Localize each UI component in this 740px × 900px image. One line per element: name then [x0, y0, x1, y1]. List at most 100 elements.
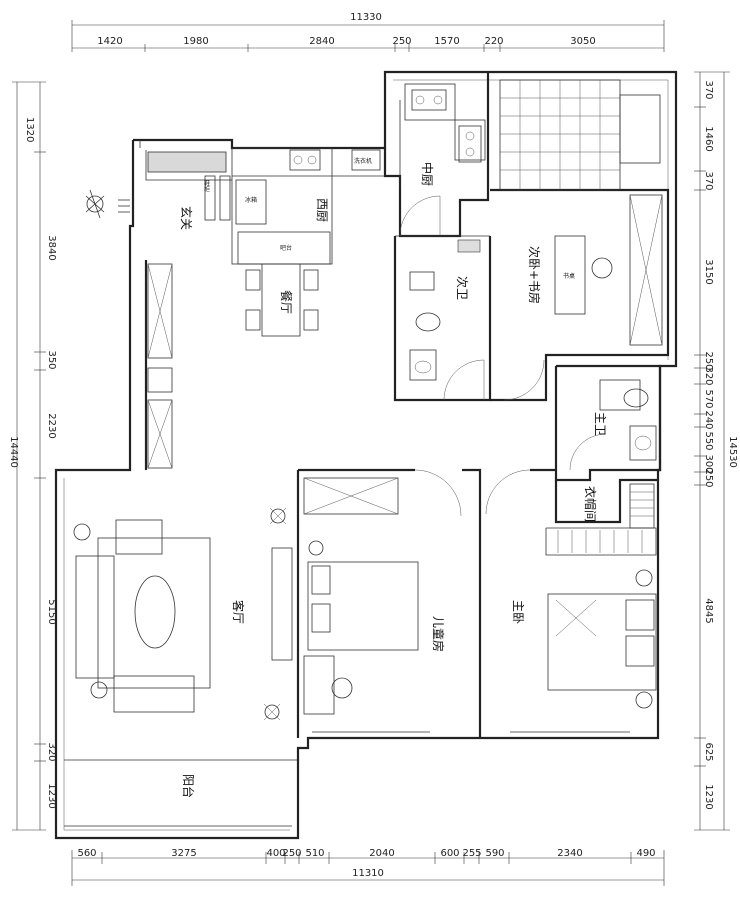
second-bedroom-fixtures: 书桌: [499, 79, 663, 346]
right-total-dimension: 14530: [727, 436, 738, 468]
right-dim-3: 370: [703, 171, 714, 190]
label-closet: 衣帽间: [583, 486, 598, 522]
toilet-icon: [415, 312, 441, 332]
right-dim-13: 625: [703, 742, 714, 761]
top-dim-7: 3050: [570, 36, 595, 47]
label-second-bath: 次卫: [455, 276, 469, 300]
master-sink-icon: [629, 425, 657, 461]
plant-icon-bottom: [263, 703, 281, 721]
right-dim-12: 4845: [703, 598, 714, 623]
master-bath-fixtures: [599, 379, 657, 461]
sofa-bottom: [113, 675, 195, 713]
living-room-fixtures: [73, 263, 293, 721]
left-dim-5: 5150: [46, 599, 57, 624]
label-chinese-kitchen: 中厨: [420, 162, 435, 186]
label-balcony: 阳台: [181, 774, 196, 798]
second-bath-fixtures: [409, 271, 441, 381]
top-total-dimension: 11330: [350, 12, 382, 23]
left-dim-3: 350: [46, 350, 57, 369]
west-kitchen-fixtures: 洗衣机 冰箱 吧台: [235, 149, 381, 252]
chair-icon: [591, 257, 613, 279]
closet-fixtures: [557, 483, 655, 553]
right-dim-10: 300: [703, 454, 714, 473]
label-master-bath: 主卫: [593, 412, 607, 436]
master-toilet-icon: [623, 388, 649, 408]
shoe-cabinet-label: 鞋柜: [203, 179, 210, 193]
chinese-kitchen-fixtures: [411, 89, 482, 253]
left-dim-1: 1320: [24, 117, 35, 142]
interior-walls: [144, 72, 670, 738]
right-dim-7: 570: [703, 389, 714, 408]
label-kids-room: 儿童房: [431, 616, 446, 652]
label-dining: 餐厅: [279, 290, 294, 314]
bar-label: 吧台: [280, 244, 292, 252]
master-bedroom-fixtures: [547, 569, 657, 709]
bookshelf: [629, 194, 663, 346]
right-dim-14: 1230: [703, 784, 714, 809]
entry-arrow-icon: [118, 199, 130, 213]
bottom-dim-9: 590: [485, 848, 504, 859]
right-dim-4: 3150: [703, 259, 714, 284]
bottom-dim-6: 2040: [369, 848, 394, 859]
left-dim-6: 320: [46, 742, 57, 761]
bottom-dim-2: 3275: [171, 848, 196, 859]
bottom-dim-7: 600: [440, 848, 459, 859]
right-dim-6: 320: [703, 366, 714, 385]
fridge-label: 冰箱: [245, 196, 257, 204]
coffee-table: [134, 575, 176, 649]
room-labels: 玄关 西厨 中厨 餐厅 次卫 次卧+书房 主卫 客厅 儿童房 主卧 衣帽间 阳台: [179, 162, 607, 798]
master-bed: [547, 593, 657, 691]
entrance-area: 鞋柜: [85, 151, 231, 221]
desk: [554, 235, 586, 315]
left-total-dimension: 14440: [8, 436, 19, 468]
outer-walls: [54, 70, 678, 840]
right-dim-5: 250: [703, 351, 714, 370]
bottom-dimensions: 560 3275 400 250 510 2040 600 255 590 23…: [71, 848, 665, 886]
label-second-bedroom: 次卧+书房: [527, 246, 542, 304]
label-master-bedroom: 主卧: [511, 600, 525, 624]
bottom-dim-3: 400: [266, 848, 285, 859]
top-dim-4: 250: [392, 36, 411, 47]
right-dim-2: 1460: [703, 126, 714, 151]
kids-bed: [307, 561, 419, 651]
tv-cabinet: [271, 547, 293, 661]
sofa-left: [75, 555, 115, 679]
bottom-dim-8: 255: [462, 848, 481, 859]
plant-icon: [85, 189, 105, 219]
right-dim-9: 550: [703, 431, 714, 450]
sink-icon: [409, 349, 437, 381]
dining-table: [245, 263, 319, 337]
kids-wardrobe: [303, 477, 399, 515]
right-dimensions: 370 1460 370 3150 250 320 570 240 550 30…: [694, 71, 738, 831]
left-dimensions: 1320 3840 350 2230 5150 320 1230 14440: [8, 81, 57, 831]
rug: [97, 537, 211, 689]
bottom-dim-11: 490: [636, 848, 655, 859]
label-living-room: 客厅: [231, 600, 246, 624]
desk-label: 书桌: [563, 272, 575, 280]
top-dim-1: 1420: [97, 36, 122, 47]
top-dim-5: 1570: [434, 36, 459, 47]
left-dim-7: 1230: [46, 783, 57, 808]
top-dim-3: 2840: [309, 36, 334, 47]
bottom-total-dimension: 11310: [352, 868, 384, 879]
top-dim-6: 220: [484, 36, 503, 47]
bottom-dim-4: 250: [282, 848, 301, 859]
shoe-cabinet: [147, 151, 227, 173]
plant-icon-top: [269, 507, 287, 525]
kids-room-fixtures: [303, 477, 419, 715]
right-dim-8: 240: [703, 410, 714, 429]
bottom-dim-10: 2340: [557, 848, 582, 859]
armchair-top: [115, 519, 163, 555]
label-west-kitchen: 西厨: [315, 198, 329, 222]
windows: [64, 731, 630, 827]
bottom-dim-5: 510: [305, 848, 324, 859]
bottom-dim-1: 560: [77, 848, 96, 859]
right-dim-11: 250: [703, 468, 714, 487]
label-entrance: 玄关: [179, 206, 194, 230]
top-dim-2: 1980: [183, 36, 208, 47]
laundry-label: 洗衣机: [354, 157, 372, 165]
left-dim-2: 3840: [46, 235, 57, 260]
left-dim-4: 2230: [46, 413, 57, 438]
